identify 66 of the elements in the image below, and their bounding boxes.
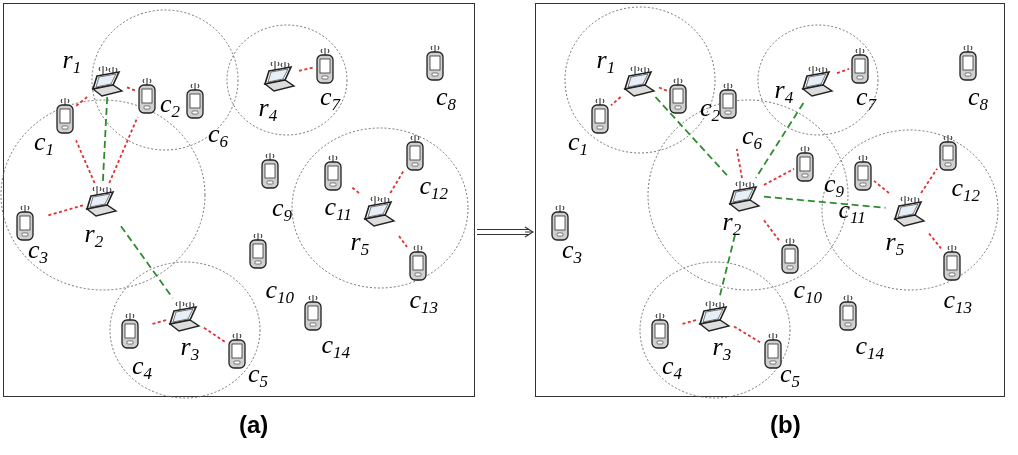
device-label: c$_{5}$ — [780, 361, 801, 387]
device-label: r$_{2}$ — [722, 209, 742, 235]
device-label: c$_{7}$ — [856, 84, 877, 110]
dashed-link-line — [151, 319, 167, 325]
double-arrow — [476, 226, 534, 238]
dashed-link-line — [101, 96, 109, 184]
dashed-link-line — [928, 232, 942, 250]
device-label: r$_{1}$ — [596, 47, 616, 73]
device-label: c$_{7}$ — [320, 84, 341, 110]
device-label: c$_{3}$ — [562, 237, 583, 263]
dashed-link-line — [836, 68, 850, 75]
dashed-link-line — [75, 139, 96, 184]
device-label: r$_{5}$ — [350, 229, 370, 255]
dashed-link-line — [735, 148, 743, 179]
dashed-link-line — [298, 66, 315, 72]
device-label: c$_{10}$ — [793, 277, 823, 303]
device-label: r$_{5}$ — [885, 229, 905, 255]
dashed-link-line — [681, 319, 697, 325]
dashed-link-line — [733, 325, 763, 345]
dashed-link-line — [610, 96, 622, 107]
device-label: c$_{10}$ — [265, 277, 295, 303]
device-label: c$_{9}$ — [272, 195, 293, 221]
dashed-link-line — [389, 169, 405, 194]
device-label: c$_{12}$ — [419, 173, 449, 199]
device-label: r$_{1}$ — [62, 47, 82, 73]
device-label: c$_{8}$ — [968, 84, 989, 110]
device-label: c$_{6}$ — [208, 121, 229, 147]
dashed-link-line — [763, 195, 887, 209]
dashed-link-line — [763, 168, 795, 186]
panel-caption: (a) — [239, 411, 269, 439]
device-label: c$_{1}$ — [568, 129, 589, 155]
device-label: r$_{4}$ — [774, 77, 794, 103]
dashed-link-line — [203, 326, 227, 344]
dashed-link-line — [754, 102, 805, 179]
device-label: c$_{2}$ — [700, 95, 721, 121]
device-label: r$_{4}$ — [258, 95, 278, 121]
device-label: c$_{12}$ — [951, 175, 981, 201]
panel-caption: (b) — [770, 411, 801, 439]
device-label: c$_{2}$ — [160, 91, 181, 117]
device-label: c$_{11}$ — [324, 194, 352, 220]
dashed-link-line — [873, 180, 890, 194]
dashed-link-line — [350, 186, 360, 194]
device-label: c$_{3}$ — [28, 237, 49, 263]
dashed-link-line — [75, 96, 88, 107]
dashed-link-line — [763, 219, 780, 242]
dashed-link-line — [654, 96, 731, 179]
dashed-link-line — [47, 204, 84, 217]
device-label: c$_{8}$ — [436, 84, 457, 110]
device-label: c$_{14}$ — [855, 333, 885, 359]
device-label: r$_{3}$ — [712, 334, 732, 360]
device-label: c$_{4}$ — [132, 353, 153, 379]
dashed-link-line — [126, 86, 137, 92]
dashed-link-line — [398, 235, 408, 248]
dashed-link-line — [920, 167, 938, 194]
dashed-link-line — [658, 86, 668, 92]
device-label: c$_{4}$ — [662, 353, 683, 379]
device-label: c$_{6}$ — [742, 123, 763, 149]
device-label: r$_{3}$ — [180, 334, 200, 360]
device-label: c$_{14}$ — [321, 332, 351, 358]
device-label: r$_{2}$ — [84, 221, 104, 247]
device-label: c$_{13}$ — [943, 287, 973, 313]
device-label: c$_{9}$ — [824, 171, 845, 197]
device-label: c$_{11}$ — [838, 197, 866, 223]
device-label: c$_{1}$ — [34, 129, 55, 155]
device-label: c$_{13}$ — [409, 287, 439, 313]
device-label: c$_{5}$ — [248, 361, 269, 387]
